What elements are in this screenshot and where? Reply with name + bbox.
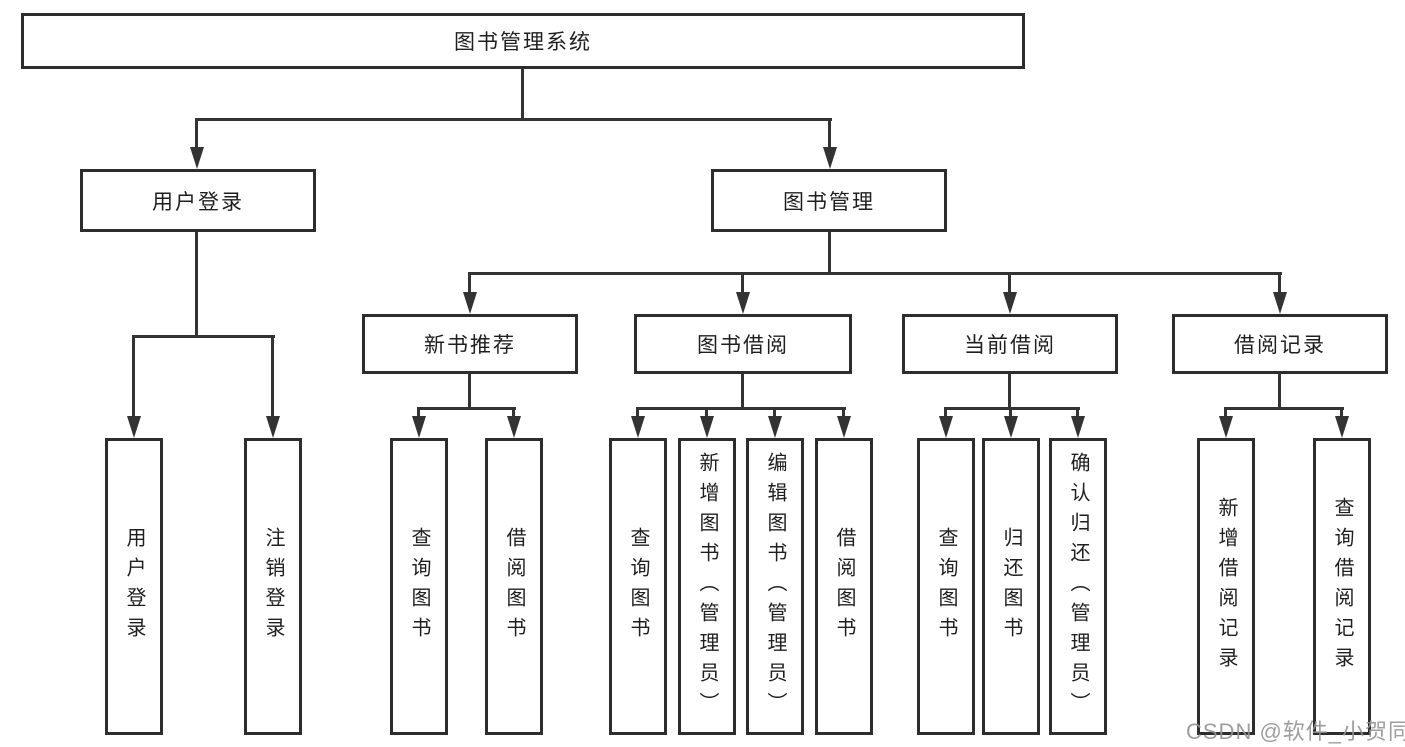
connector-line <box>1224 407 1227 419</box>
connector-line <box>417 407 420 419</box>
connector-line <box>842 407 845 419</box>
node-borrowing-records: 借阅记录 <box>1172 314 1388 374</box>
arrowhead-down-icon <box>736 292 750 314</box>
leaf-label: 用户登录 <box>123 526 145 647</box>
arrowhead-down-icon <box>463 292 477 314</box>
connector-line <box>1076 407 1079 419</box>
connector-line <box>636 407 639 419</box>
leaf-add-book-admin: 新增图书（管理员） <box>678 438 736 735</box>
arrowhead-down-icon <box>1071 416 1085 438</box>
arrowhead-down-icon <box>266 416 280 438</box>
arrowhead-down-icon <box>837 416 851 438</box>
leaf-edit-book-admin: 编辑图书（管理员） <box>746 438 804 735</box>
leaf-label: 查询借阅记录 <box>1331 496 1353 677</box>
connector-line <box>195 118 198 154</box>
connector-line <box>944 407 947 419</box>
leaf-query-book-recommend: 查询图书 <box>390 438 448 735</box>
leaf-label: 借阅图书 <box>503 526 525 647</box>
leaf-confirm-return-admin: 确认归还（管理员） <box>1049 438 1107 735</box>
leaf-logout: 注销登录 <box>244 438 302 735</box>
leaf-label: 新增借阅记录 <box>1215 496 1237 677</box>
arrowhead-down-icon <box>1003 292 1017 314</box>
leaf-query-book-borrowing: 查询图书 <box>609 438 667 735</box>
leaf-label: 新增图书（管理员） <box>696 451 718 722</box>
connector-line <box>132 335 135 420</box>
node-new-book-recommend: 新书推荐 <box>362 314 578 374</box>
connector-line <box>468 272 471 298</box>
connector-line <box>195 232 198 335</box>
arrowhead-down-icon <box>700 416 714 438</box>
arrowhead-down-icon <box>939 416 953 438</box>
connector-line <box>1340 407 1343 419</box>
leaf-borrow-book-recommend: 借阅图书 <box>485 438 543 735</box>
arrowhead-down-icon <box>631 416 645 438</box>
arrowhead-down-icon <box>823 147 837 169</box>
connector-line <box>828 232 831 272</box>
node-book-borrowing: 图书借阅 <box>634 314 852 374</box>
leaf-query-book-current: 查询图书 <box>917 438 975 735</box>
connector-line <box>1008 272 1011 298</box>
connector-line <box>741 272 744 298</box>
connector-line <box>1009 407 1012 419</box>
arrowhead-down-icon <box>1273 292 1287 314</box>
leaf-label: 借阅图书 <box>833 526 855 647</box>
arrowhead-down-icon <box>1219 416 1233 438</box>
leaf-label: 确认归还（管理员） <box>1067 451 1089 722</box>
arrowhead-down-icon <box>190 147 204 169</box>
leaf-user-login: 用户登录 <box>105 438 163 735</box>
connector-line <box>512 407 515 419</box>
connector-line <box>196 118 832 121</box>
connector-line <box>132 335 275 338</box>
connector-line <box>705 407 708 419</box>
arrowhead-down-icon <box>1004 416 1018 438</box>
connector-line <box>828 118 831 154</box>
leaf-label: 注销登录 <box>262 526 284 647</box>
leaf-label: 查询图书 <box>935 526 957 647</box>
connector-line <box>773 407 776 419</box>
arrowhead-down-icon <box>507 416 521 438</box>
leaf-label: 编辑图书（管理员） <box>764 451 786 722</box>
connector-line <box>1278 373 1281 407</box>
connector-line <box>636 407 846 410</box>
connector-line <box>1224 407 1344 410</box>
node-current-borrowing: 当前借阅 <box>902 314 1118 374</box>
arrowhead-down-icon <box>1335 416 1349 438</box>
connector-line <box>271 335 274 420</box>
connector-line <box>1278 272 1281 298</box>
connector-line <box>468 373 471 407</box>
leaf-return-book: 归还图书 <box>982 438 1040 735</box>
leaf-query-borrow-record: 查询借阅记录 <box>1313 438 1371 735</box>
watermark: CSDN @软件_小贺同学 <box>1186 719 1405 744</box>
leaf-label: 归还图书 <box>1000 526 1022 647</box>
arrowhead-down-icon <box>127 416 141 438</box>
leaf-borrow-book: 借阅图书 <box>815 438 873 735</box>
connector-line <box>417 407 516 410</box>
connector-line <box>741 373 744 407</box>
leaf-label: 查询图书 <box>408 526 430 647</box>
node-user-login: 用户登录 <box>80 169 316 232</box>
arrowhead-down-icon <box>412 416 426 438</box>
arrowhead-down-icon <box>768 416 782 438</box>
node-book-management: 图书管理 <box>711 169 947 232</box>
node-library-system: 图书管理系统 <box>21 13 1025 69</box>
leaf-label: 查询图书 <box>627 526 649 647</box>
connector-line <box>521 68 524 118</box>
connector-line <box>944 407 1080 410</box>
leaf-add-borrow-record: 新增借阅记录 <box>1197 438 1255 735</box>
connector-line <box>1008 373 1011 407</box>
connector-line <box>468 272 1282 275</box>
